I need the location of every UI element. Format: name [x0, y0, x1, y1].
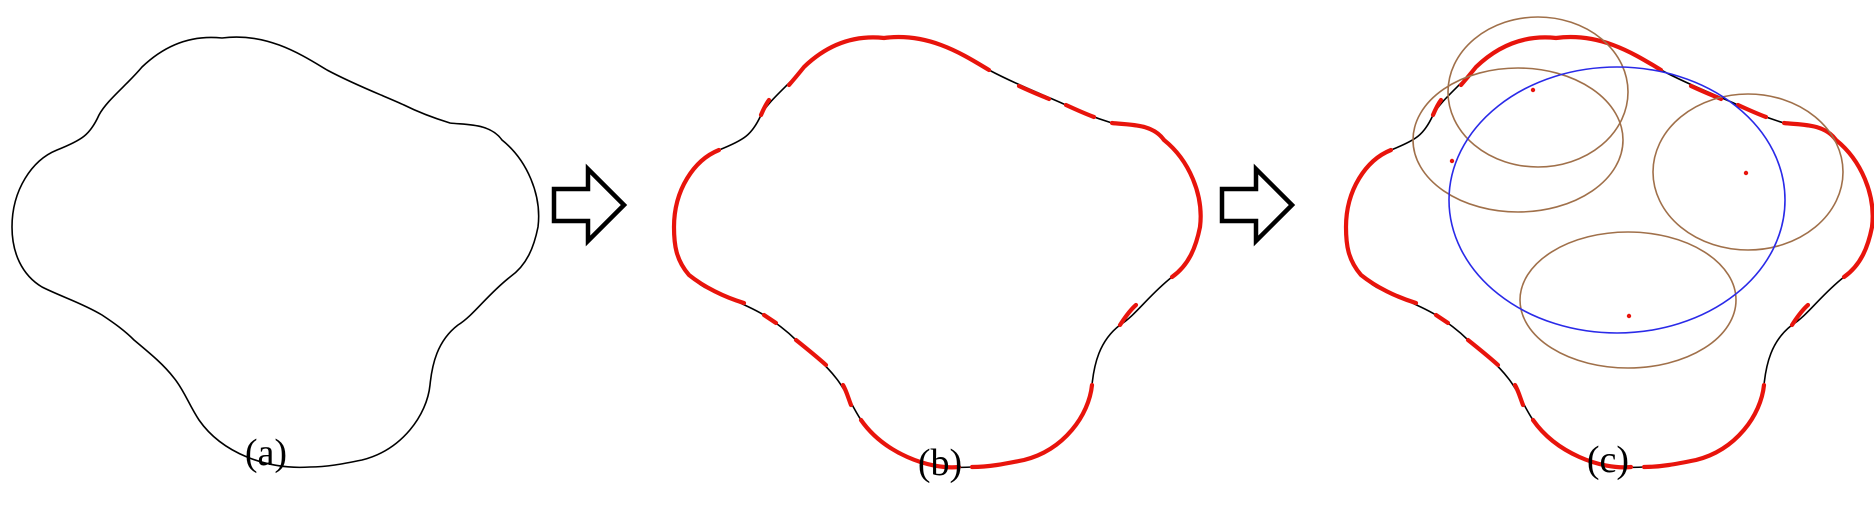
panel-a: (a) [11, 36, 540, 474]
highlighted-segments [1346, 37, 1873, 467]
contour-outline [673, 36, 1202, 469]
contour-outline [1345, 36, 1874, 469]
fitted-circle-right [1652, 93, 1844, 251]
panel-c: (c) [1345, 16, 1874, 481]
center-point [1626, 313, 1632, 319]
contour-outline [11, 36, 540, 469]
fitted-circle-upper-left [1412, 67, 1624, 213]
fitted-circle-bottom [1519, 231, 1737, 369]
panel-label-b: (b) [918, 442, 962, 484]
highlighted-segments [674, 37, 1201, 467]
enclosing-circle [1448, 66, 1786, 334]
right-arrow-outline-icon [1222, 169, 1292, 241]
panel-b: (b) [674, 37, 1201, 484]
fitted-circle-top [1447, 16, 1629, 168]
center-point [1530, 87, 1536, 93]
center-point [1743, 170, 1749, 176]
center-point [1449, 158, 1455, 164]
panel-label-c: (c) [1587, 439, 1629, 481]
panel-label-a: (a) [245, 432, 287, 474]
right-arrow-outline-icon [554, 169, 624, 241]
